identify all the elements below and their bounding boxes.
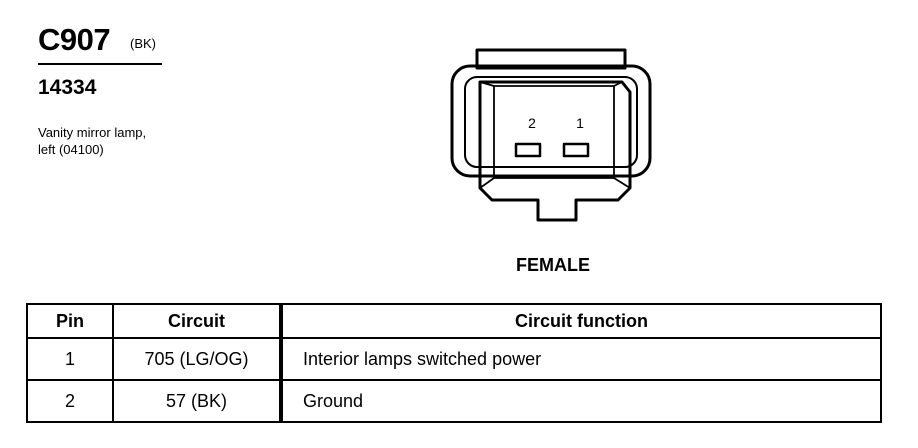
description-line: left (04100)	[38, 142, 104, 157]
pin-table: Pin Circuit Circuit function 1 705 (LG/O…	[26, 303, 882, 423]
component-description: Vanity mirror lamp, left (04100)	[38, 124, 228, 158]
circuit-function-cell: Interior lamps switched power	[279, 337, 882, 381]
column-header-circuit: Circuit	[112, 303, 282, 339]
latch-tab	[475, 48, 627, 70]
table-header-row: Pin Circuit Circuit function	[26, 303, 882, 339]
pin-cavity-frame	[493, 85, 615, 179]
housing-inner	[464, 76, 638, 168]
pin-terminal-1	[562, 142, 590, 158]
pin-label-1: 1	[576, 115, 584, 131]
connector-body	[478, 80, 632, 222]
table-row: 1 705 (LG/OG) Interior lamps switched po…	[26, 337, 882, 381]
color-code: (BK)	[130, 36, 156, 51]
connector-face-diagram: 2 1	[450, 48, 652, 222]
connector-id: C907	[38, 22, 111, 57]
pin-label-2: 2	[528, 115, 536, 131]
column-header-pin: Pin	[26, 303, 114, 339]
description-line: Vanity mirror lamp,	[38, 125, 147, 140]
pin-terminal-2	[514, 142, 542, 158]
circuit-cell: 705 (LG/OG)	[112, 337, 282, 381]
circuit-cell: 57 (BK)	[112, 379, 282, 423]
part-number: 14334	[38, 76, 97, 99]
table-row: 2 57 (BK) Ground	[26, 379, 882, 423]
circuit-function-cell: Ground	[279, 379, 882, 423]
housing-outer	[450, 64, 652, 178]
pin-cell: 2	[26, 379, 114, 423]
gender-label: FEMALE	[516, 255, 590, 275]
column-header-circuit-function: Circuit function	[279, 303, 882, 339]
title-rule	[38, 63, 162, 65]
pin-cell: 1	[26, 337, 114, 381]
